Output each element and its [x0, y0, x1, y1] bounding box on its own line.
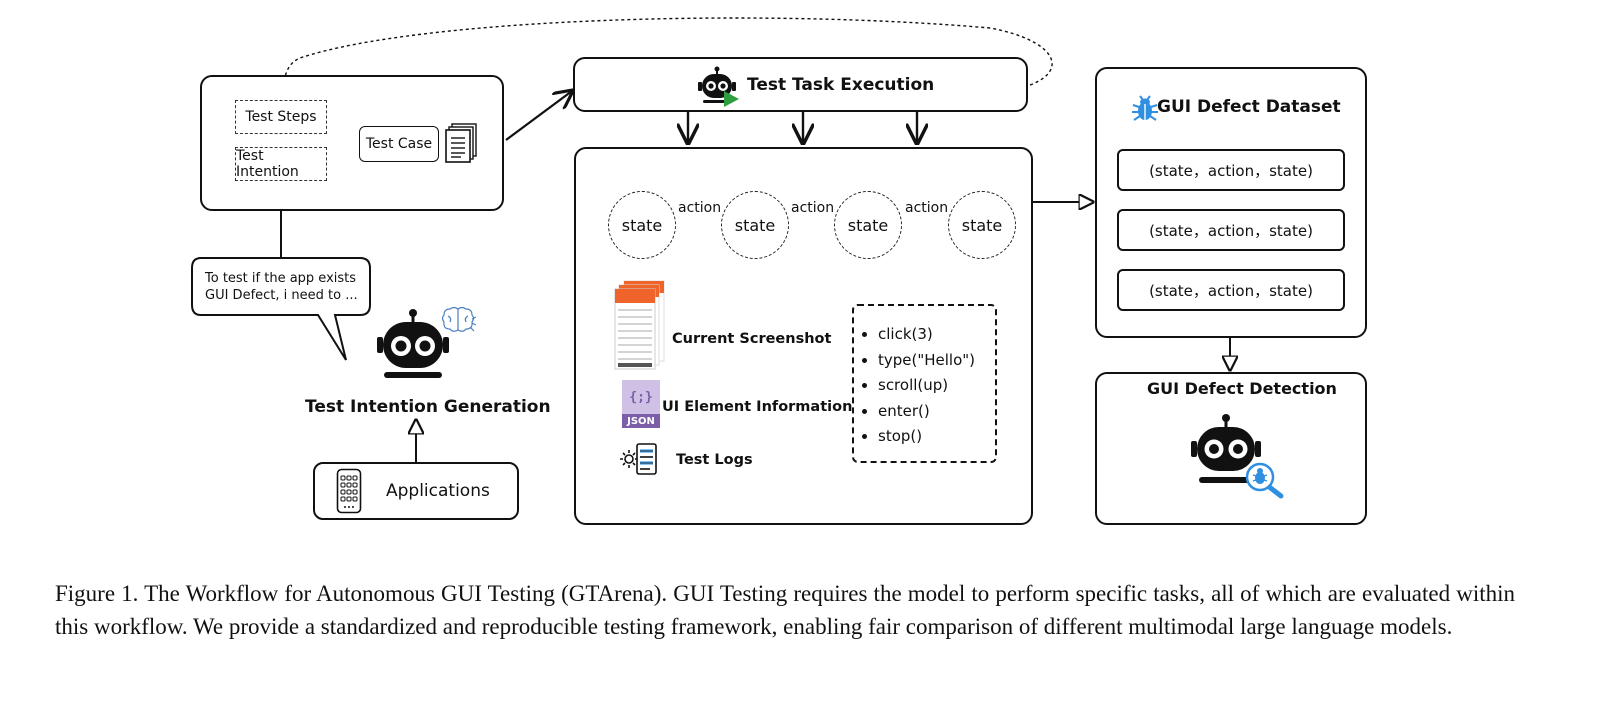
dataset-tuple: (state，action，state) [1117, 209, 1345, 251]
json-badge: JSON [622, 414, 660, 428]
dataset-tuple-text: (state，action，state) [1149, 161, 1313, 180]
action-list: click(3) type("Hello") scroll(up) enter(… [860, 322, 975, 450]
state-node-2: state [721, 191, 789, 259]
state-node-4: state [948, 191, 1016, 259]
test-case-box: Test Case [359, 126, 439, 162]
action-item: type("Hello") [878, 348, 975, 374]
brain-icon [441, 306, 476, 332]
json-file-body: {;} [622, 380, 660, 414]
current-screenshot-label: Current Screenshot [672, 331, 832, 347]
action-list-box [852, 304, 997, 463]
json-badge-label: JSON [627, 415, 655, 427]
defect-detection-title: GUI Defect Detection [1147, 379, 1337, 398]
test-case-label: Test Case [365, 136, 433, 152]
action-label-2: action [791, 200, 835, 216]
state-label-4: state [961, 215, 1003, 235]
test-intention-label: Test Intention [236, 148, 299, 180]
speech-bubble-line-1: To test if the app exists [205, 271, 357, 286]
state-label-2: state [734, 215, 776, 235]
defect-dataset-title: GUI Defect Dataset [1157, 97, 1341, 117]
action-item: stop() [878, 424, 975, 450]
robot-icon [1191, 414, 1261, 483]
action-item: scroll(up) [878, 373, 975, 399]
screenshot-icon [614, 280, 665, 370]
speech-bubble-line-2: GUI Defect, i need to ... [205, 288, 358, 303]
play-icon [724, 91, 739, 107]
action-item: click(3) [878, 322, 975, 348]
action-item: enter() [878, 399, 975, 425]
test-steps-label: Test Steps [245, 109, 317, 125]
magnifier-icon [1245, 462, 1284, 499]
dataset-tuple-text: (state，action，state) [1149, 221, 1313, 240]
state-label-3: state [847, 215, 889, 235]
gear-log-icon [620, 443, 657, 475]
test-intention-box: Test Intention [235, 147, 327, 181]
action-label-3: action [905, 200, 949, 216]
ui-element-info-label: UI Element Information [662, 399, 853, 415]
figure-caption: Figure 1. The Workflow for Autonomous GU… [55, 578, 1515, 643]
document-stack-icon [445, 123, 477, 163]
state-node-3: state [834, 191, 902, 259]
speech-bubble-shape [191, 257, 371, 361]
intention-generation-label: Test Intention Generation [305, 397, 551, 417]
phone-icon [336, 468, 362, 514]
json-file-icon: {;} JSON [622, 380, 660, 428]
json-glyph: {;} [629, 389, 653, 405]
applications-label: Applications [386, 481, 490, 501]
bug-icon [1132, 95, 1158, 121]
action-label-1: action [678, 200, 722, 216]
test-steps-box: Test Steps [235, 100, 327, 134]
case-to-execution-arrow [505, 91, 572, 141]
execution-title: Test Task Execution [747, 75, 935, 95]
state-label-1: state [621, 215, 663, 235]
feedback-loop-arrow [283, 17, 1053, 96]
execution-header-box [573, 57, 1028, 112]
dataset-tuple: (state，action，state) [1117, 149, 1345, 191]
robot-icon [377, 309, 449, 378]
caption-text: Figure 1. The Workflow for Autonomous GU… [55, 581, 1515, 639]
dataset-tuple-text: (state，action，state) [1149, 281, 1313, 300]
state-node-1: state [608, 191, 676, 259]
speech-bubble-text: To test if the app exists GUI Defect, i … [205, 270, 358, 304]
dataset-tuple: (state，action，state) [1117, 269, 1345, 311]
test-logs-label: Test Logs [676, 452, 753, 468]
